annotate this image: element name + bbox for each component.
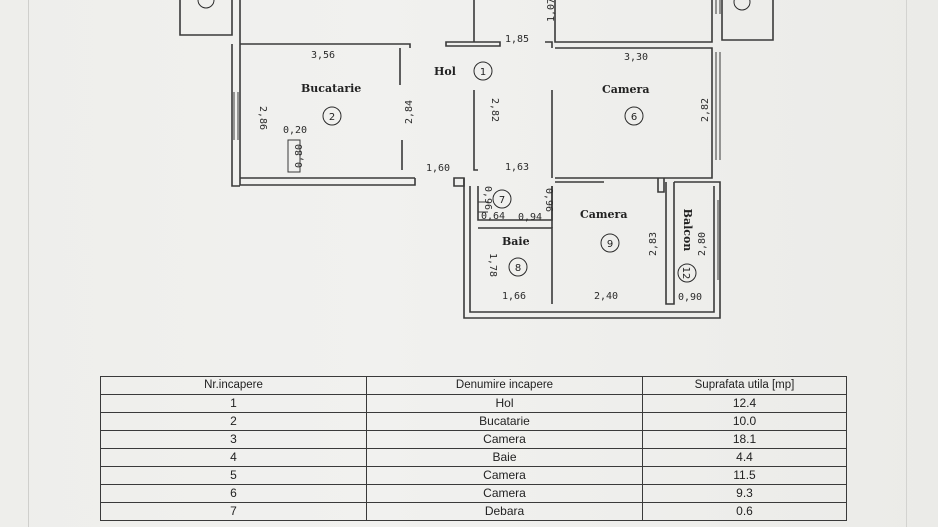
room-label-camera-9: Camera [580,208,627,221]
room-number-9: 9 [607,239,613,250]
room-area-table: Nr.incapere Denumire incapere Suprafata … [100,376,847,521]
room-number-7-circle [492,189,512,209]
table-row: 4 Baie 4.4 [100,448,847,467]
dim-1-85: 1,85 [505,34,529,45]
cell-name: Hol [366,394,643,413]
dim-2-83: 2,83 [648,232,659,256]
dim-2-86: 2,86 [257,106,268,130]
room-number-2-circle [322,106,342,126]
room-6-walls [555,47,721,193]
cell-name: Camera [366,430,643,449]
dim-2-80: 2,80 [697,232,708,256]
room-number-6: 6 [631,112,637,123]
table-row: 5 Camera 11.5 [100,466,847,485]
cell-nr: 2 [100,412,367,431]
header-suprafata-utila: Suprafata utila [mp] [642,376,847,395]
dim-1-63: 1,63 [505,162,529,173]
cell-area: 11.5 [642,466,847,485]
cell-name: Baie [366,448,643,467]
dim-1-66: 1,66 [502,291,526,302]
cell-area: 18.1 [642,430,847,449]
room-number-12: 12 [680,267,691,280]
room-label-bucatarie: Bucatarie [301,82,361,95]
dim-0-94: 0,94 [518,212,542,223]
dim-0-90: 0,90 [678,292,702,303]
room-number-2: 2 [329,112,335,123]
cell-area: 4.4 [642,448,847,467]
wall-top-left [179,0,233,36]
table-header-row: Nr.incapere Denumire incapere Suprafata … [100,376,847,395]
dim-0-96-a: 0,96 [482,186,493,210]
dim-1-07: 1,07 [546,0,557,22]
dim-1-60: 1,60 [426,163,450,174]
dim-0-64: 0,64 [481,211,505,222]
header-nr-incapere: Nr.incapere [100,376,367,395]
dim-2-82-hol: 2,82 [489,98,500,122]
room-label-baie: Baie [502,235,530,248]
room-number-8: 8 [515,263,521,274]
dim-3-56: 3,56 [311,50,335,61]
cell-nr: 7 [100,502,367,521]
cell-name: Camera [366,484,643,503]
dim-3-30: 3,30 [624,52,648,63]
cell-area: 9.3 [642,484,847,503]
dim-0-20: 0,20 [283,125,307,136]
cell-nr: 4 [100,448,367,467]
cell-nr: 5 [100,466,367,485]
table-row: 7 Debara 0.6 [100,502,847,521]
room-number-1: 1 [480,67,486,78]
table-row: 6 Camera 9.3 [100,484,847,503]
room-label-hol: Hol [434,65,456,78]
table-row: 2 Bucatarie 10.0 [100,412,847,431]
room-number-7: 7 [499,195,505,206]
room-label-camera-6: Camera [602,83,649,96]
dim-2-40: 2,40 [594,291,618,302]
wall-top-right [711,0,774,41]
cell-area: 10.0 [642,412,847,431]
kitchen-walls [231,0,416,187]
table-row: 1 Hol 12.4 [100,394,847,413]
cell-nr: 6 [100,484,367,503]
room-number-1-circle [473,61,493,81]
dim-2-82-camera: 2,82 [700,98,711,122]
dim-0-96-b: 0,96 [543,188,554,212]
room-label-balcon: Balcon [681,209,694,252]
cell-area: 12.4 [642,394,847,413]
cell-nr: 3 [100,430,367,449]
room-number-6-circle [624,106,644,126]
cell-name: Bucatarie [366,412,643,431]
cell-area: 0.6 [642,502,847,521]
cell-nr: 1 [100,394,367,413]
header-denumire-incapere: Denumire incapere [366,376,643,395]
cell-name: Camera [366,466,643,485]
table-row: 3 Camera 18.1 [100,430,847,449]
hallway-walls [445,0,713,187]
dim-0-80: 0,80 [294,144,305,168]
cell-name: Debara [366,502,643,521]
room-number-8-circle [508,257,528,277]
sheet-right-edge [906,0,907,527]
floor-plan: 1,85 1,07 3,56 3,30 2,86 2,84 2,82 2,82 … [179,0,774,319]
room-number-9-circle [600,233,620,253]
room-number-12-circle [677,263,697,283]
dim-2-84: 2,84 [404,100,415,124]
dim-1-78: 1,78 [487,253,498,277]
sheet-left-edge [28,0,29,527]
lower-block-walls [463,178,721,319]
